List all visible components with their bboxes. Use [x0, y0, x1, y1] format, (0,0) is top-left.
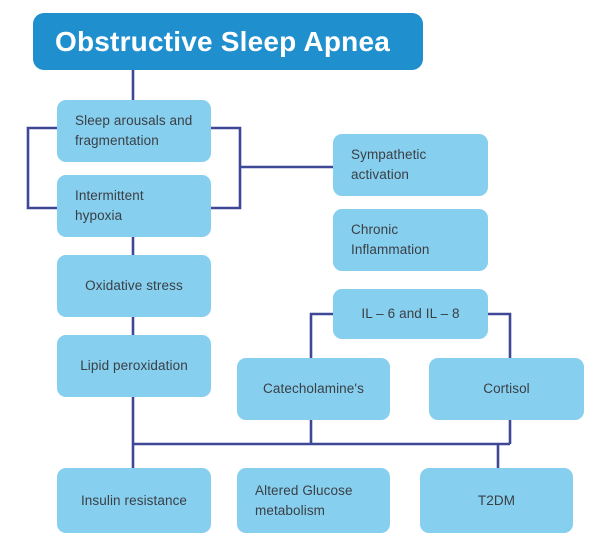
connector-il6-to-cortisol — [488, 312, 512, 358]
node-label-lipid_perox: Lipid peroxidation — [80, 358, 188, 374]
flowchart-node-altered_glucose: Altered Glucose metabolism — [237, 468, 390, 533]
node-label-insulin_resist: Insulin resistance — [80, 492, 188, 508]
flowchart-node-sympathetic: Sympathetic activation — [333, 134, 488, 196]
flowchart-node-lipid_perox: Lipid peroxidation — [57, 335, 211, 397]
node-label-altered_glucose: Altered Glucose metabolism — [255, 482, 353, 518]
flowchart-node-chronic_inflam: Chronic Inflammation — [333, 209, 488, 271]
flowchart-node-hypoxia: Intermittent hypoxia — [57, 175, 211, 237]
node-label-t2dm: T2DM — [477, 492, 516, 508]
connector-il6-to-catecholamines — [309, 312, 333, 358]
flowchart-node-oxidative: Oxidative stress — [57, 255, 211, 317]
connector-left-bracket — [26, 126, 57, 210]
diagram-title-label: Obstructive Sleep Apnea — [55, 25, 390, 57]
flowchart-node-cortisol: Cortisol — [429, 358, 584, 420]
flowchart-node-il6_il8: IL – 6 and IL – 8 — [333, 289, 488, 339]
connector-right-bracket — [211, 126, 242, 210]
flowchart-node-catecholamines: Catecholamine's — [237, 358, 390, 420]
flowchart-node-sleep_arousals: Sleep arousals and fragmentation — [57, 100, 211, 162]
flowchart-node-t2dm: T2DM — [420, 468, 573, 533]
flowchart-node-insulin_resist: Insulin resistance — [57, 468, 211, 533]
node-label-chronic_inflam: Chronic Inflammation — [351, 222, 430, 257]
diagram-title-box: Obstructive Sleep Apnea — [33, 13, 423, 70]
node-label-oxidative: Oxidative stress — [85, 278, 183, 294]
node-label-sympathetic: Sympathetic activation — [351, 147, 427, 182]
node-label-catecholamines: Catecholamine's — [263, 381, 364, 397]
node-label-sleep_arousals: Sleep arousals and fragmentation — [75, 113, 193, 148]
node-label-il6_il8: IL – 6 and IL – 8 — [361, 306, 460, 322]
node-label-hypoxia: Intermittent hypoxia — [75, 188, 144, 223]
node-label-cortisol: Cortisol — [483, 381, 530, 397]
